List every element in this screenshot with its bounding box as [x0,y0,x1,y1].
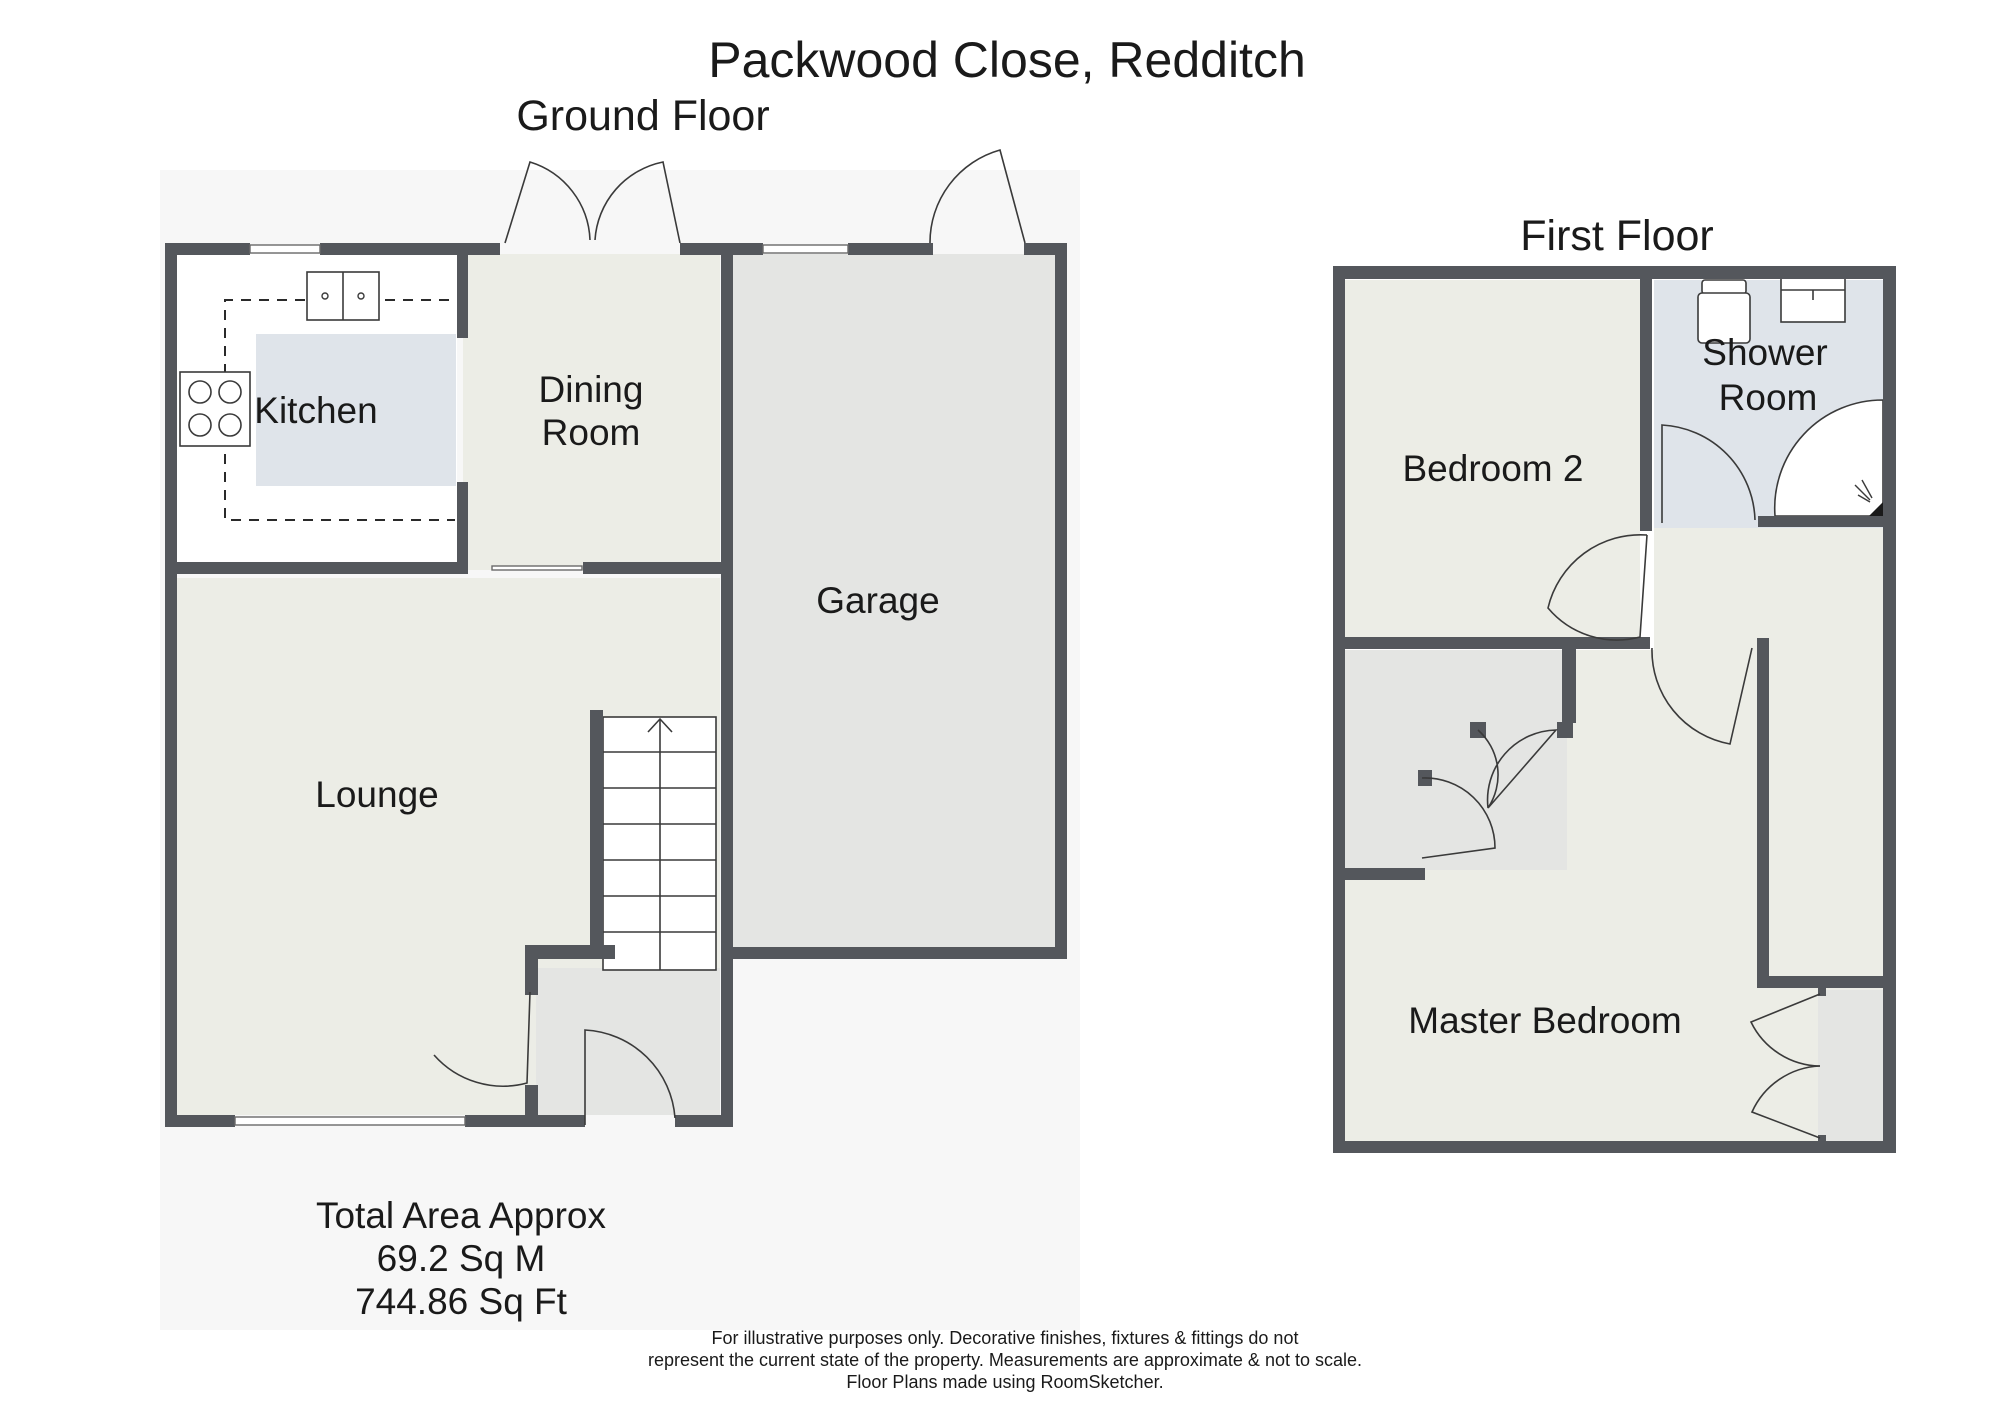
master-wardrobe-floor [1818,990,1890,1143]
ground-floor-plan [160,149,1080,1330]
garage-floor [733,254,1057,954]
dining-french-door-left [504,161,591,244]
disclaimer-line1: For illustrative purposes only. Decorati… [712,1328,1299,1348]
kitchen-central-area [256,334,456,486]
wardrobe-floor [1345,650,1567,870]
stairs-up-arrow-icon [647,717,673,733]
staircase [602,716,717,971]
shower-room-label-line2: Room [1719,377,1818,418]
kitchen-window [249,244,321,254]
garage-door [929,149,1026,244]
ground-floor-walls [165,243,1067,1127]
hall-floor [536,968,720,1115]
shower-tray-icon [1773,399,1884,517]
first-floor-label: First Floor [1520,212,1714,260]
total-area-sqft: 744.86 Sq Ft [355,1281,568,1322]
garage-label: Garage [816,580,939,621]
dining-room-label-line1: Dining [539,369,644,410]
shower-room-door [1661,424,1756,523]
kitchen-label: Kitchen [254,390,377,431]
disclaimer-line3: Floor Plans made using RoomSketcher. [846,1372,1163,1392]
master-wardrobe-door-bottom [1750,1065,1821,1139]
front-door [584,1029,676,1125]
lounge-window [234,1116,466,1126]
lounge-label: Lounge [315,774,438,815]
shower-room-label-line1: Shower [1702,332,1827,373]
master-wardrobe-door-top [1749,993,1821,1067]
property-title: Packwood Close, Redditch [708,32,1306,88]
first-floor-plan [1333,266,1896,1153]
dining-french-door-right [594,161,681,244]
total-area-label: Total Area Approx [316,1195,607,1236]
wardrobe-door-2 [1421,777,1496,859]
basin-icon [1780,276,1846,323]
master-bedroom-label: Master Bedroom [1408,1000,1682,1041]
toilet-icon [1697,279,1751,344]
dining-room-label-line2: Room [542,412,641,453]
kitchen-hob-icon [179,371,251,447]
wardrobe-door-1 [1477,729,1558,809]
shower-head-icon [1869,502,1883,516]
disclaimer-line2: represent the current state of the prope… [648,1350,1362,1370]
master-bedroom-door [1651,647,1753,745]
bedroom-2-floor [1345,280,1640,637]
dining-room-floor [463,254,720,570]
lounge-door [433,991,531,1087]
garage-window [762,244,849,254]
first-floor-walls [1333,266,1896,1153]
bedroom-2-label: Bedroom 2 [1403,448,1584,489]
total-area-sqm: 69.2 Sq M [377,1238,546,1279]
ground-floor-label: Ground Floor [516,92,769,140]
bedroom-2-door [1547,533,1648,641]
sliding-door-track [491,565,583,571]
